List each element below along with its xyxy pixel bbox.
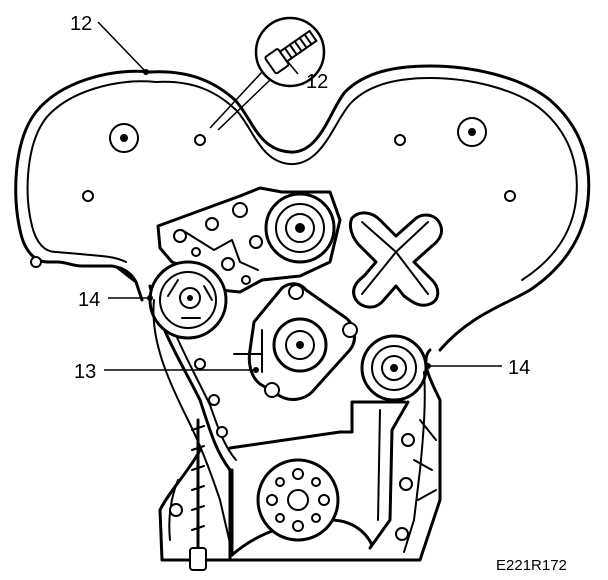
timing-belt: [152, 299, 426, 553]
callout-14-left: 14: [78, 289, 100, 311]
callout-12-bolt: 12: [306, 71, 328, 93]
upper-timing-cover: [14, 64, 591, 352]
callout-13-pump: 13: [74, 361, 96, 383]
tensioner-pulley-left: [148, 260, 228, 340]
callout-14-right: 14: [508, 357, 530, 379]
crankshaft-sprocket: [256, 458, 340, 542]
callout-12-cover: 12: [70, 13, 92, 35]
figure-code: E221R172: [496, 557, 567, 574]
water-pump: [233, 282, 358, 401]
idler-pulley-right: [360, 334, 428, 402]
idler-pulley-upper: [264, 192, 336, 264]
x-bracket: [348, 211, 444, 309]
bolt-detail: [209, 16, 326, 131]
leader-lines: [97, 21, 502, 373]
